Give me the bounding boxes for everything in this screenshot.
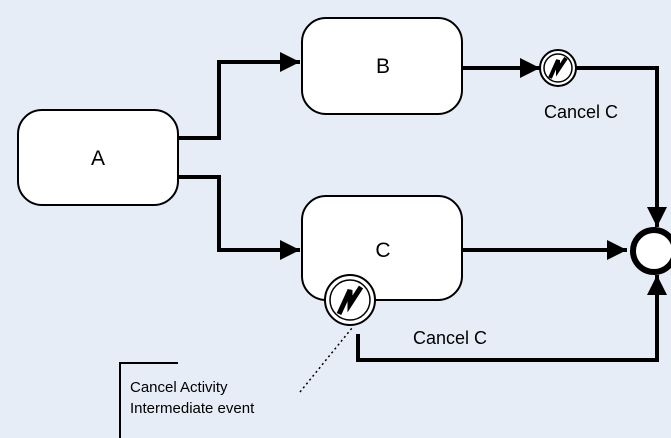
- annotation-association-line: [299, 327, 353, 393]
- cancel-event-on-c-label: Cancel C: [413, 328, 487, 348]
- flow-a-to-c: [178, 175, 300, 260]
- cancel-bolt-icon: [336, 285, 364, 316]
- flow-cancel-event-to-end: [576, 66, 667, 227]
- task-b-box: [301, 17, 463, 115]
- task-c-box: [301, 195, 463, 301]
- task-b[interactable]: B: [301, 17, 463, 115]
- end-event[interactable]: [630, 227, 671, 275]
- task-a-label: A: [91, 147, 105, 170]
- annotation-line-2: Intermediate event: [130, 400, 255, 417]
- flow-exception-to-end: [356, 275, 667, 362]
- task-a-box: [17, 109, 179, 206]
- end-event-circle: [630, 227, 671, 275]
- annotation-bracket: [119, 362, 178, 438]
- flow-a-to-b: [178, 52, 300, 140]
- annotation-line-1: Cancel Activity: [130, 379, 228, 396]
- cancel-bolt-icon: [548, 56, 568, 79]
- sequence-flows: [178, 52, 667, 362]
- task-b-label: B: [376, 55, 390, 78]
- cancel-event-after-b-label: Cancel C: [544, 102, 618, 122]
- cancel-event-inner-ring: [329, 279, 371, 321]
- cancel-event-after-b[interactable]: [539, 49, 577, 87]
- task-c[interactable]: C: [301, 195, 463, 301]
- task-a[interactable]: A: [17, 109, 179, 206]
- task-c-label: C: [375, 239, 390, 262]
- text-annotation: Cancel Activity Intermediate event: [119, 327, 353, 438]
- cancel-event-inner-ring: [543, 53, 573, 83]
- cancel-event-on-c[interactable]: [324, 274, 376, 326]
